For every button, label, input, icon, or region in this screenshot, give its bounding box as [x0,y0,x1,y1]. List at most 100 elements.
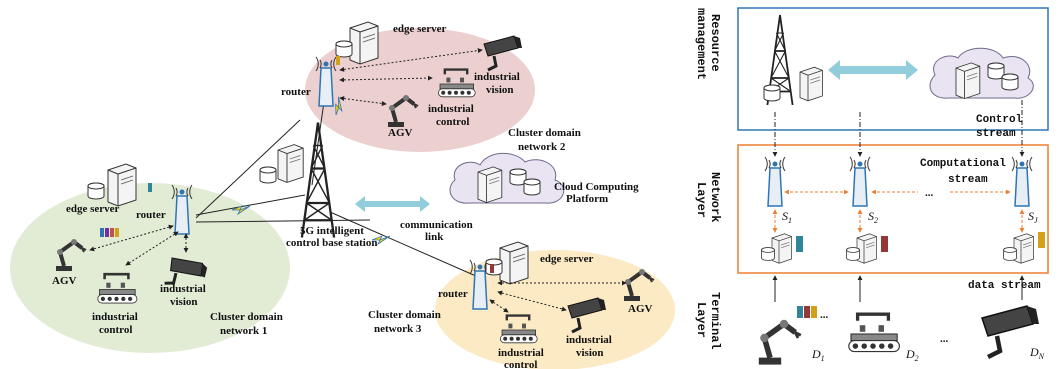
nl-task-2 [881,236,888,252]
router-1-label: router [136,209,166,221]
rm-server-icon [799,66,823,102]
cluster-1-region [10,183,290,353]
router-3-label: router [438,288,468,300]
ic-2-label-line2: control [436,116,469,128]
control-stream-line2: stream [976,128,1016,140]
nl-server-2-icon [856,233,877,264]
nl-db-1-icon [761,247,775,261]
iv-3-label-line2: vision [576,347,604,359]
ic-2-label-line1: industrial [428,103,474,115]
edge-db-2-icon [335,40,353,58]
agv-1-label: AGV [52,275,77,287]
data-stream-label: data stream [968,280,1041,292]
bs-db-icon [259,166,277,184]
nl-server-3-icon [1013,233,1034,264]
cloud-link-arrow [355,196,430,212]
layer-terminal-line2: Layer [694,302,708,338]
nl-server-1-icon [771,233,792,264]
server-label-2: S2 [868,209,878,225]
edge-server-1-label: edge server [66,203,120,215]
task-block-c1a [100,228,104,237]
layer-terminal-line1: Terminal [708,292,722,350]
cluster-1-subtitle: network 1 [220,325,267,337]
dev-task-2 [804,306,810,318]
device-label-2: D2 [905,347,919,363]
bs-label-line2: control base station [286,237,377,249]
iv-2-label-line1: industrial [474,71,520,83]
ic-1-label-line2: control [99,324,132,336]
link-r1-agv [89,224,174,252]
bs-server-icon [277,144,304,183]
layer-network-line1: Network [708,172,722,222]
device-robot-icon [759,320,801,365]
layer-network-line2: Layer [694,182,708,218]
link-bs-router3 [329,211,486,281]
agv-3-label: AGV [628,303,653,315]
task-block-1 [148,183,152,192]
nl-task-3 [1038,232,1045,248]
device-ellipsis: ... [940,333,949,345]
dev-task-ellipsis: ... [820,309,829,321]
edge-server-3-label: edge server [540,253,594,265]
nl-task-1 [796,236,803,252]
computational-stream-line2: stream [948,174,988,186]
server-label-3: SJ [1028,209,1038,225]
ic-1-label-line1: industrial [92,311,138,323]
server-label-1: S1 [782,209,792,225]
dev-task-3 [811,306,817,318]
rm-cloud-server-icon [955,62,981,100]
cluster-1-title: Cluster domain [210,311,283,323]
device-label-1: D1 [811,347,825,363]
base-station-tower-icon [300,121,336,239]
edge-server-3-icon [499,241,529,285]
ic-3-label-line2: control [504,359,537,369]
iv-1-label-line2: vision [170,296,198,308]
ic-3-label-line1: industrial [498,347,544,359]
nl-ellipsis: ... [925,187,934,199]
computational-stream-line1: Computational [920,158,1006,170]
link-r2-ic [339,75,433,83]
nl-db-3-icon [1003,247,1017,261]
rm-db-icon [763,84,781,102]
link-router1-comm [195,219,371,223]
cluster-2-title: Cluster domain [508,127,581,139]
cloud-label-line2: Platform [566,193,608,205]
cloud-label-line1: Cloud Computing [554,181,639,193]
bs-label-line1: 5G intelligent [300,225,364,237]
cluster-3-title: Cluster domain [368,309,441,321]
dev-task-1 [797,306,803,318]
task-block-c1b [105,228,109,237]
layer-resource-line1: Resource [708,14,722,72]
nl-db-2-icon [846,247,860,261]
rm-link-arrow [828,60,918,80]
cloud-shape [449,152,565,204]
edge-db-1-icon [87,182,105,200]
iv-3-label-line1: industrial [566,334,612,346]
rm-cloud-db-icon-2 [1001,73,1019,91]
cluster-3-subtitle: network 3 [374,323,422,335]
link-router1-router2 [195,119,301,219]
iv-2-label-line2: vision [486,84,514,96]
task-block-2 [336,56,340,65]
task-block-c1d [115,228,119,237]
cluster-2-subtitle: network 2 [518,141,566,153]
task-block-c1c [110,228,114,237]
comm-link-label-line2: link [425,231,444,243]
control-stream-line1: Control [976,114,1023,126]
agv-2-label: AGV [388,127,413,139]
device-conveyor-icon [847,312,902,354]
cloud-server-icon [477,166,503,204]
edge-server-2-icon [349,21,379,65]
device-label-3: DN [1029,345,1045,361]
task-block-3 [490,264,494,273]
cloud-db-icon-2 [523,178,541,196]
layer-resource-line2: management [694,8,708,80]
router-2-label: router [281,86,311,98]
edge-server-1-icon [107,163,137,207]
iv-1-label-line1: industrial [160,283,206,295]
link-bs-router1 [195,194,306,216]
comm-link-label-line1: communication [400,219,473,231]
link-bs-router2 [311,94,326,186]
edge-server-2-label: edge server [393,23,447,35]
